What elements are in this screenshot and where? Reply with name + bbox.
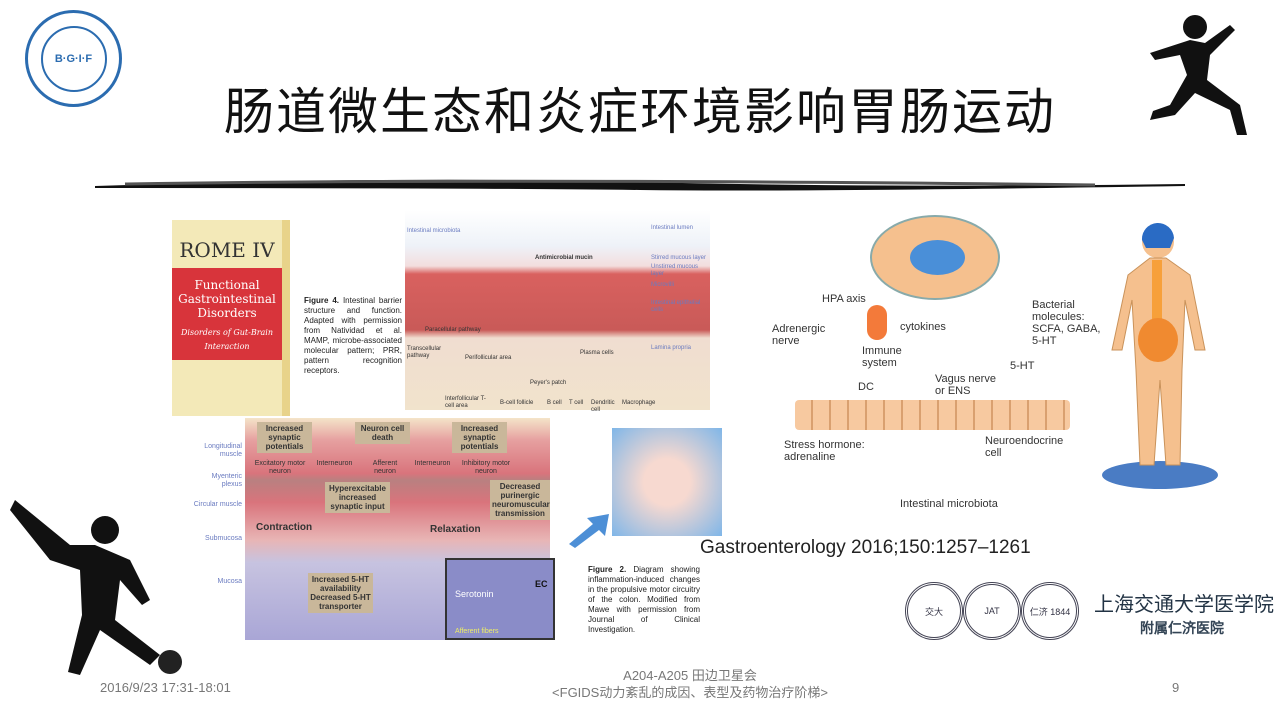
sjtu-seal: 交大 [905, 582, 963, 640]
renji-seal: 仁济 1844 [1021, 582, 1079, 640]
rome-iv-book-cover: ROME IV Functional Gastrointestinal Diso… [172, 220, 290, 416]
sjtu-med-seal: JAT [963, 582, 1021, 640]
colon-illustration [612, 428, 722, 536]
footer-session: A204-A205 田边卫星会 <FGIDS动力紊乱的成因、表型及药物治疗阶梯> [440, 667, 940, 701]
brush-stroke-divider [95, 179, 1185, 191]
book-tagline: Disorders of Gut-Brain Interaction [180, 328, 273, 351]
book-subtitle: Functional Gastrointestinal Disorders [178, 278, 276, 320]
gut-brain-axis-diagram: HPA axis Adrenergic nerve cytokines Immu… [770, 215, 1100, 515]
hospital-name: 附属仁济医院 [1140, 620, 1224, 636]
runner-silhouette-icon [1150, 15, 1247, 135]
soccer-player-silhouette-icon [10, 500, 182, 675]
logo-text: B·G·I·F [40, 25, 107, 92]
bgif-logo: B·G·I·F [25, 10, 122, 107]
citation: Gastroenterology 2016;150:1257–1261 [700, 537, 1031, 558]
page-number: 9 [1172, 680, 1180, 695]
figure4-caption: Figure 4. Intestinal barrier structure a… [304, 296, 402, 376]
institution-name: 上海交通大学医学院 [1094, 592, 1274, 616]
footer-line1: A204-A205 田边卫星会 [623, 668, 757, 683]
footer-date: 2016/9/23 17:31-18:01 [100, 680, 231, 695]
arrow-icon [569, 514, 609, 548]
footer-line2: <FGIDS动力紊乱的成因、表型及药物治疗阶梯> [552, 685, 828, 700]
slide-title: 肠道微生态和炎症环境影响胃肠运动 [224, 83, 1056, 141]
colon-motor-circuitry-diagram: Longitudinal muscle Myenteric plexus Cir… [190, 418, 555, 640]
figure2-caption: Figure 2. Diagram showing inflammation-i… [588, 565, 700, 634]
intestinal-barrier-diagram: Intestinal microbiota Antimicrobial muci… [405, 210, 710, 413]
book-title: ROME IV [179, 238, 275, 262]
human-body-figure [1102, 222, 1218, 489]
